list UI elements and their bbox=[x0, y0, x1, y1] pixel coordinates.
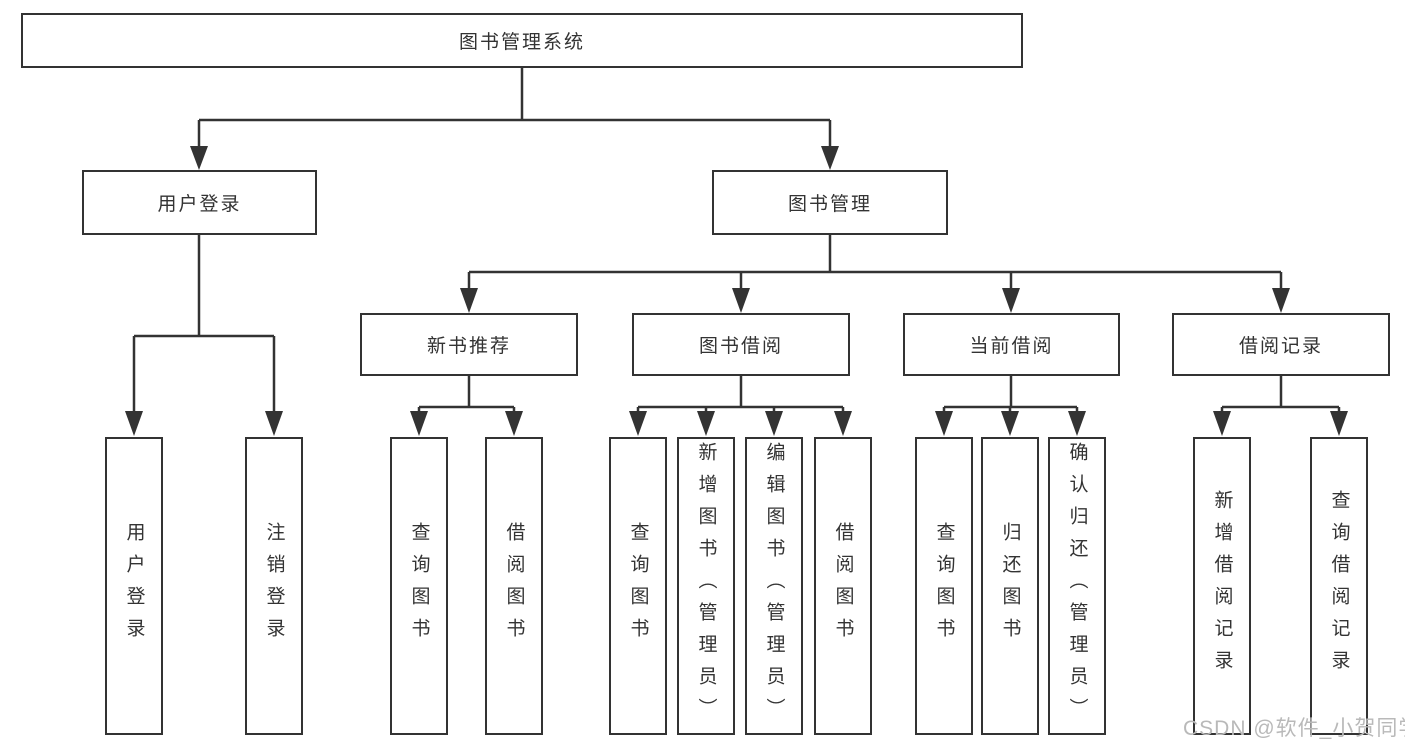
leaf-return-book-label: 归还图书 bbox=[999, 522, 1021, 650]
node-book-borrow: 图书借阅 bbox=[632, 313, 850, 376]
node-current-borrow: 当前借阅 bbox=[903, 313, 1120, 376]
leaf-logout: 注销登录 bbox=[245, 437, 303, 735]
node-book-borrow-label: 图书借阅 bbox=[698, 336, 783, 357]
node-new-book-recommend-label: 新书推荐 bbox=[426, 336, 511, 357]
leaf-query-books-current-label: 查询图书 bbox=[933, 522, 955, 650]
node-new-book-recommend: 新书推荐 bbox=[360, 313, 578, 376]
node-book-management: 图书管理 bbox=[712, 170, 948, 235]
leaf-query-borrow-record: 查询借阅记录 bbox=[1310, 437, 1368, 735]
leaf-query-books-borrow-label: 查询图书 bbox=[627, 522, 649, 650]
leaf-query-books-recommend-label: 查询图书 bbox=[408, 522, 430, 650]
leaf-user-login-label: 用户登录 bbox=[123, 522, 145, 650]
leaf-add-book-admin: 新增图书（管理员） bbox=[677, 437, 735, 735]
leaf-query-books-current: 查询图书 bbox=[915, 437, 973, 735]
leaf-add-borrow-record-label: 新增借阅记录 bbox=[1211, 490, 1233, 682]
node-current-borrow-label: 当前借阅 bbox=[969, 336, 1054, 357]
node-user-login-label: 用户登录 bbox=[157, 194, 242, 215]
leaf-borrow-books-recommend-label: 借阅图书 bbox=[503, 522, 525, 650]
leaf-query-books-borrow: 查询图书 bbox=[609, 437, 667, 735]
leaf-confirm-return-admin: 确认归还（管理员） bbox=[1048, 437, 1106, 735]
leaf-add-borrow-record: 新增借阅记录 bbox=[1193, 437, 1251, 735]
leaf-confirm-return-admin-label: 确认归还（管理员） bbox=[1066, 442, 1088, 730]
watermark: CSDN @软件_小贺同学 bbox=[1183, 717, 1405, 740]
leaf-borrow-books-2: 借阅图书 bbox=[814, 437, 872, 735]
node-book-management-label: 图书管理 bbox=[787, 194, 872, 215]
leaf-edit-book-admin-label: 编辑图书（管理员） bbox=[763, 442, 785, 730]
leaf-query-books-recommend: 查询图书 bbox=[390, 437, 448, 735]
leaf-user-login: 用户登录 bbox=[105, 437, 163, 735]
leaf-query-borrow-record-label: 查询借阅记录 bbox=[1328, 490, 1350, 682]
node-borrow-records: 借阅记录 bbox=[1172, 313, 1390, 376]
leaf-borrow-books-2-label: 借阅图书 bbox=[832, 522, 854, 650]
leaf-add-book-admin-label: 新增图书（管理员） bbox=[695, 442, 717, 730]
leaf-logout-label: 注销登录 bbox=[263, 522, 285, 650]
node-root-label: 图书管理系统 bbox=[458, 32, 585, 53]
node-user-login: 用户登录 bbox=[82, 170, 317, 235]
node-root: 图书管理系统 bbox=[21, 13, 1023, 68]
leaf-edit-book-admin: 编辑图书（管理员） bbox=[745, 437, 803, 735]
leaf-borrow-books-recommend: 借阅图书 bbox=[485, 437, 543, 735]
leaf-return-book: 归还图书 bbox=[981, 437, 1039, 735]
node-borrow-records-label: 借阅记录 bbox=[1238, 336, 1323, 357]
